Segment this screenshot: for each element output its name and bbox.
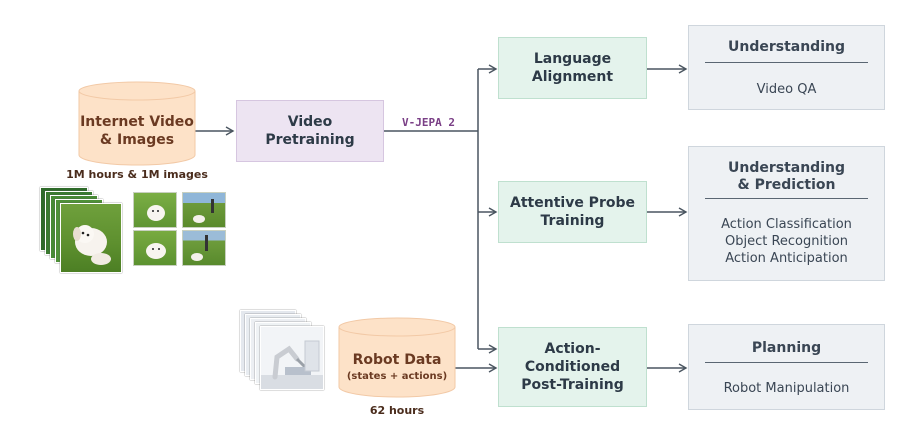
- language-alignment-line1: Language: [533, 51, 612, 67]
- attentive-probe-line1: Attentive Probe: [510, 195, 635, 211]
- attentive-probe-box: Attentive Probe Training: [498, 181, 647, 243]
- understanding-prediction-title-line1: Understanding: [727, 160, 845, 176]
- understanding-result-box: Understanding Video QA: [688, 25, 885, 110]
- robot-arm-frame: [260, 326, 324, 390]
- internet-video-caption: 1M hours & 1M images: [66, 168, 208, 181]
- video-pretraining-line2: Pretraining: [265, 132, 355, 148]
- understanding-title: Understanding: [727, 39, 845, 55]
- robot-data-cylinder: [338, 317, 456, 398]
- video-pretraining-box: Video Pretraining: [236, 100, 384, 162]
- action-conditioned-line2: Conditioned: [524, 359, 621, 375]
- dog-image-thumbnail: [182, 230, 226, 266]
- dog-image-thumbnail: [133, 230, 177, 266]
- action-conditioned-line1: Action-: [544, 341, 601, 357]
- internet-video-cylinder: [78, 81, 196, 166]
- understanding-divider: [705, 62, 868, 63]
- language-alignment-line2: Alignment: [531, 69, 614, 85]
- action-conditioned-box: Action- Conditioned Post-Training: [498, 327, 647, 407]
- video-pretraining-line1: Video: [287, 114, 333, 130]
- result-item-action-classification: Action Classification: [721, 217, 852, 232]
- dog-image-thumbnail: [133, 192, 177, 228]
- result-item-robot-manipulation: Robot Manipulation: [723, 381, 850, 396]
- understanding-prediction-title-line2: & Prediction: [737, 177, 836, 193]
- vjepa-model-label: V-JEPA 2: [402, 116, 455, 129]
- planning-result-box: Planning Robot Manipulation: [688, 324, 885, 410]
- planning-title: Planning: [751, 340, 822, 356]
- internet-video-title-line2: & Images: [99, 132, 175, 148]
- attentive-probe-line2: Training: [540, 213, 605, 229]
- understanding-prediction-divider: [705, 198, 868, 199]
- understanding-prediction-result-box: Understanding & Prediction Action Classi…: [688, 146, 885, 281]
- internet-video-title-line1: Internet Video: [80, 114, 194, 130]
- robot-data-subtitle: (states + actions): [346, 371, 448, 382]
- robot-data-title: Robot Data: [352, 352, 442, 368]
- dog-video-frame: [60, 203, 122, 273]
- result-item-action-anticipation: Action Anticipation: [725, 251, 848, 266]
- result-item-object-recognition: Object Recognition: [724, 234, 849, 249]
- dog-image-thumbnail: [182, 192, 226, 228]
- result-item-video-qa: Video QA: [756, 82, 817, 97]
- robot-data-caption: 62 hours: [369, 404, 425, 417]
- action-conditioned-line3: Post-Training: [521, 377, 624, 393]
- language-alignment-box: Language Alignment: [498, 37, 647, 99]
- planning-divider: [705, 362, 868, 363]
